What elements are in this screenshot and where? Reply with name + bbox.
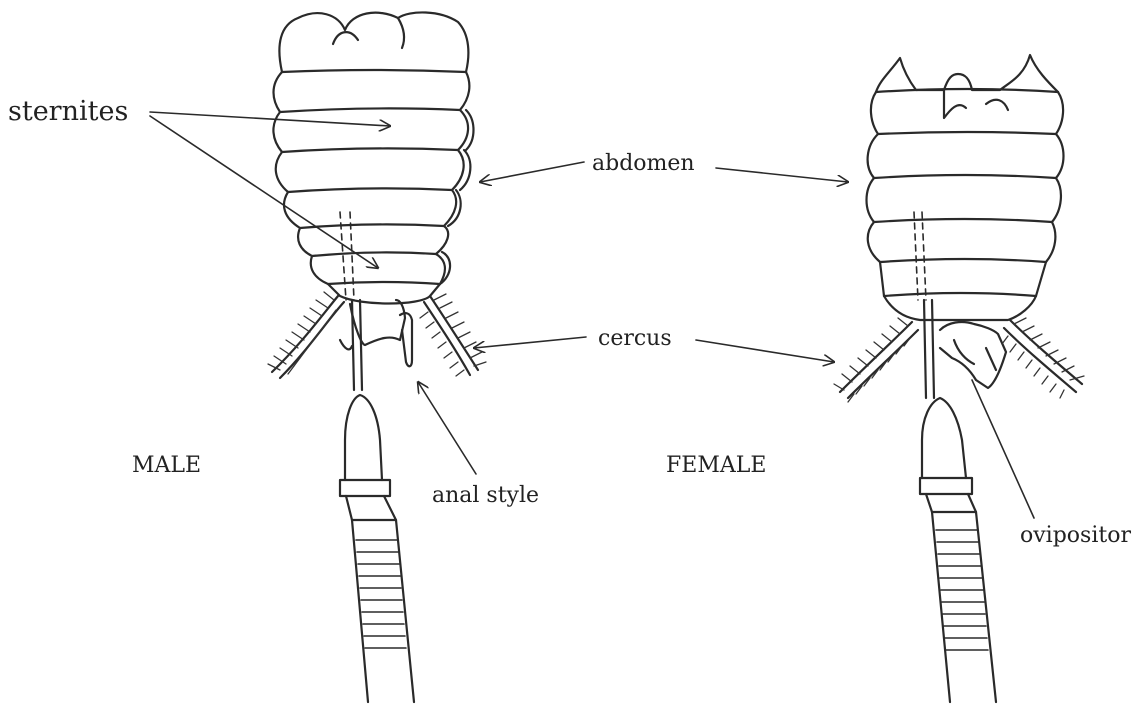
sternites-arrow-lower bbox=[150, 116, 378, 268]
cercus-arrow-female bbox=[696, 340, 834, 362]
sternites-label: sternites bbox=[8, 96, 128, 127]
ovipositor-label: ovipositor bbox=[1020, 523, 1131, 548]
male-cercus-right bbox=[420, 294, 486, 376]
abdomen-arrow-female bbox=[716, 168, 848, 182]
male-thorax bbox=[279, 12, 468, 72]
male-specimen bbox=[268, 12, 486, 702]
abdomen-arrow-male bbox=[480, 162, 584, 182]
anal-style-label: anal style bbox=[432, 483, 539, 508]
sternites-arrow-upper bbox=[150, 112, 390, 126]
cercus-arrow-male bbox=[474, 337, 586, 348]
male-forceps bbox=[340, 300, 414, 702]
female-cercus-right bbox=[1002, 318, 1084, 398]
female-specimen bbox=[834, 55, 1084, 702]
female-abdomen-outline bbox=[867, 92, 1064, 320]
ovipositor-leader bbox=[972, 380, 1034, 518]
anal-style-arrow bbox=[418, 382, 476, 474]
male-cercus-left bbox=[268, 292, 344, 378]
abdomen-label: abdomen bbox=[592, 151, 695, 176]
female-thorax bbox=[876, 55, 1058, 92]
male-label: MALE bbox=[132, 453, 201, 478]
female-label: FEMALE bbox=[666, 453, 766, 478]
cercus-label: cercus bbox=[598, 326, 672, 351]
female-cercus-left bbox=[834, 318, 918, 402]
